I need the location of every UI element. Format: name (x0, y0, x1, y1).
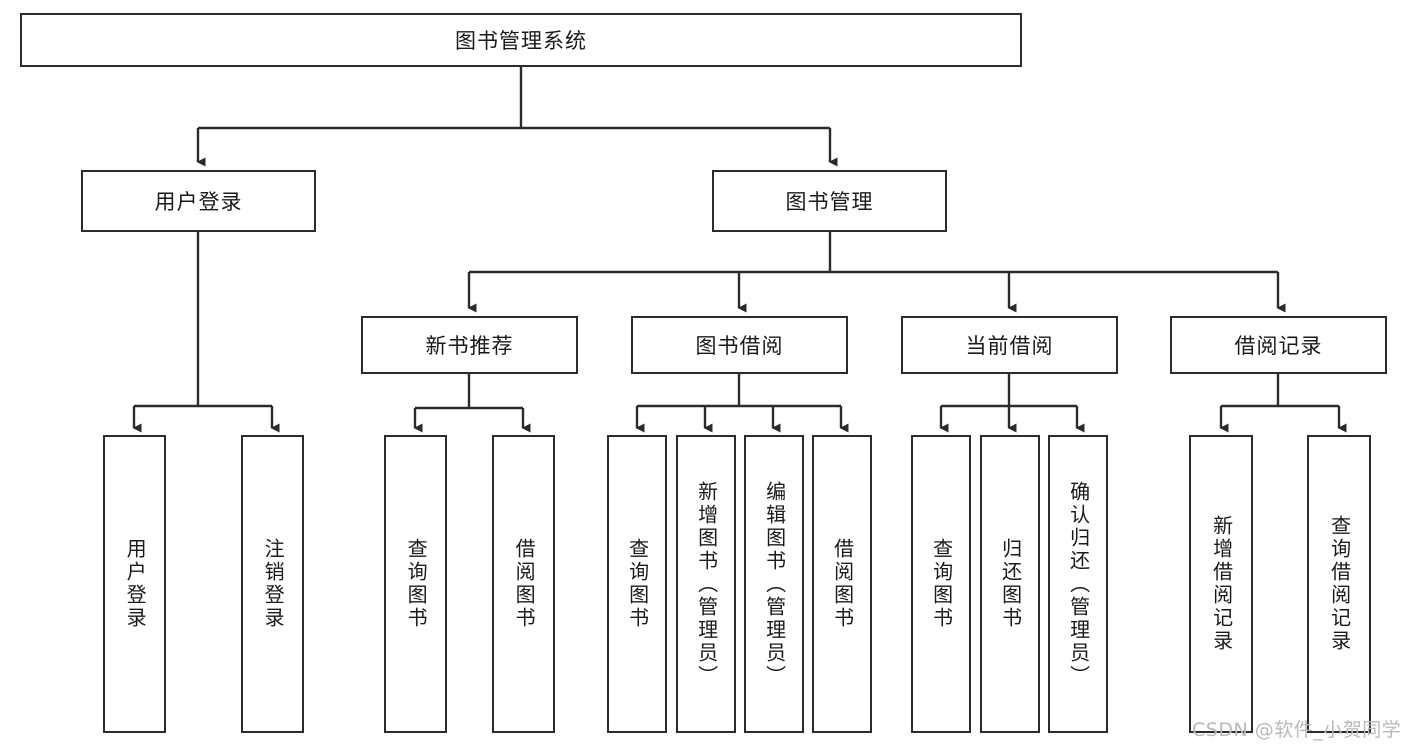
node-label: 新书推荐 (425, 334, 514, 358)
node-label: 归还图书 (998, 538, 1023, 630)
node-label: 借阅记录 (1234, 334, 1323, 358)
node-leaf-return-book[interactable]: 归还图书 (980, 435, 1040, 733)
node-label: 借阅图书 (512, 538, 537, 630)
node-root-system[interactable]: 图书管理系统 (20, 13, 1022, 67)
node-book-management[interactable]: 图书管理 (712, 170, 947, 232)
node-label: 查询图书 (929, 538, 954, 630)
node-leaf-logout-login[interactable]: 注销登录 (241, 435, 304, 733)
node-label: 新增图书（管理员） (694, 480, 719, 688)
node-new-book-recommend[interactable]: 新书推荐 (361, 316, 578, 374)
node-leaf-borrow-book-1[interactable]: 借阅图书 (492, 435, 555, 733)
node-leaf-user-login[interactable]: 用户登录 (103, 435, 166, 733)
csdn-watermark: CSDN @软件_小贺同学 (1192, 719, 1402, 741)
node-borrow-record[interactable]: 借阅记录 (1170, 316, 1387, 374)
node-label: 当前借阅 (965, 334, 1054, 358)
node-label: 图书管理系统 (455, 29, 587, 53)
node-user-login[interactable]: 用户登录 (81, 170, 316, 232)
node-leaf-query-book-2[interactable]: 查询图书 (607, 435, 667, 733)
node-current-borrow[interactable]: 当前借阅 (901, 316, 1118, 374)
node-label: 图书管理 (785, 190, 874, 214)
node-label: 编辑图书（管理员） (762, 480, 787, 688)
node-leaf-edit-book[interactable]: 编辑图书（管理员） (744, 435, 804, 733)
node-label: 用户登录 (123, 538, 148, 630)
node-leaf-add-book[interactable]: 新增图书（管理员） (676, 435, 736, 733)
node-label: 注销登录 (261, 538, 286, 630)
node-label: 确认归还（管理员） (1066, 480, 1091, 688)
node-label: 借阅图书 (830, 538, 855, 630)
node-leaf-query-borrow-record[interactable]: 查询借阅记录 (1307, 435, 1371, 733)
node-leaf-query-book-1[interactable]: 查询图书 (384, 435, 447, 733)
node-leaf-borrow-book-2[interactable]: 借阅图书 (812, 435, 872, 733)
node-leaf-add-borrow-record[interactable]: 新增借阅记录 (1189, 435, 1253, 733)
node-label: 查询图书 (404, 538, 429, 630)
node-leaf-confirm-return[interactable]: 确认归还（管理员） (1048, 435, 1108, 733)
node-label: 图书借阅 (695, 334, 784, 358)
node-book-borrow[interactable]: 图书借阅 (631, 316, 848, 374)
node-leaf-query-book-3[interactable]: 查询图书 (911, 435, 971, 733)
node-label: 查询图书 (625, 538, 650, 630)
node-label: 新增借阅记录 (1209, 515, 1234, 653)
node-label: 用户登录 (154, 190, 243, 214)
node-label: 查询借阅记录 (1327, 515, 1352, 653)
